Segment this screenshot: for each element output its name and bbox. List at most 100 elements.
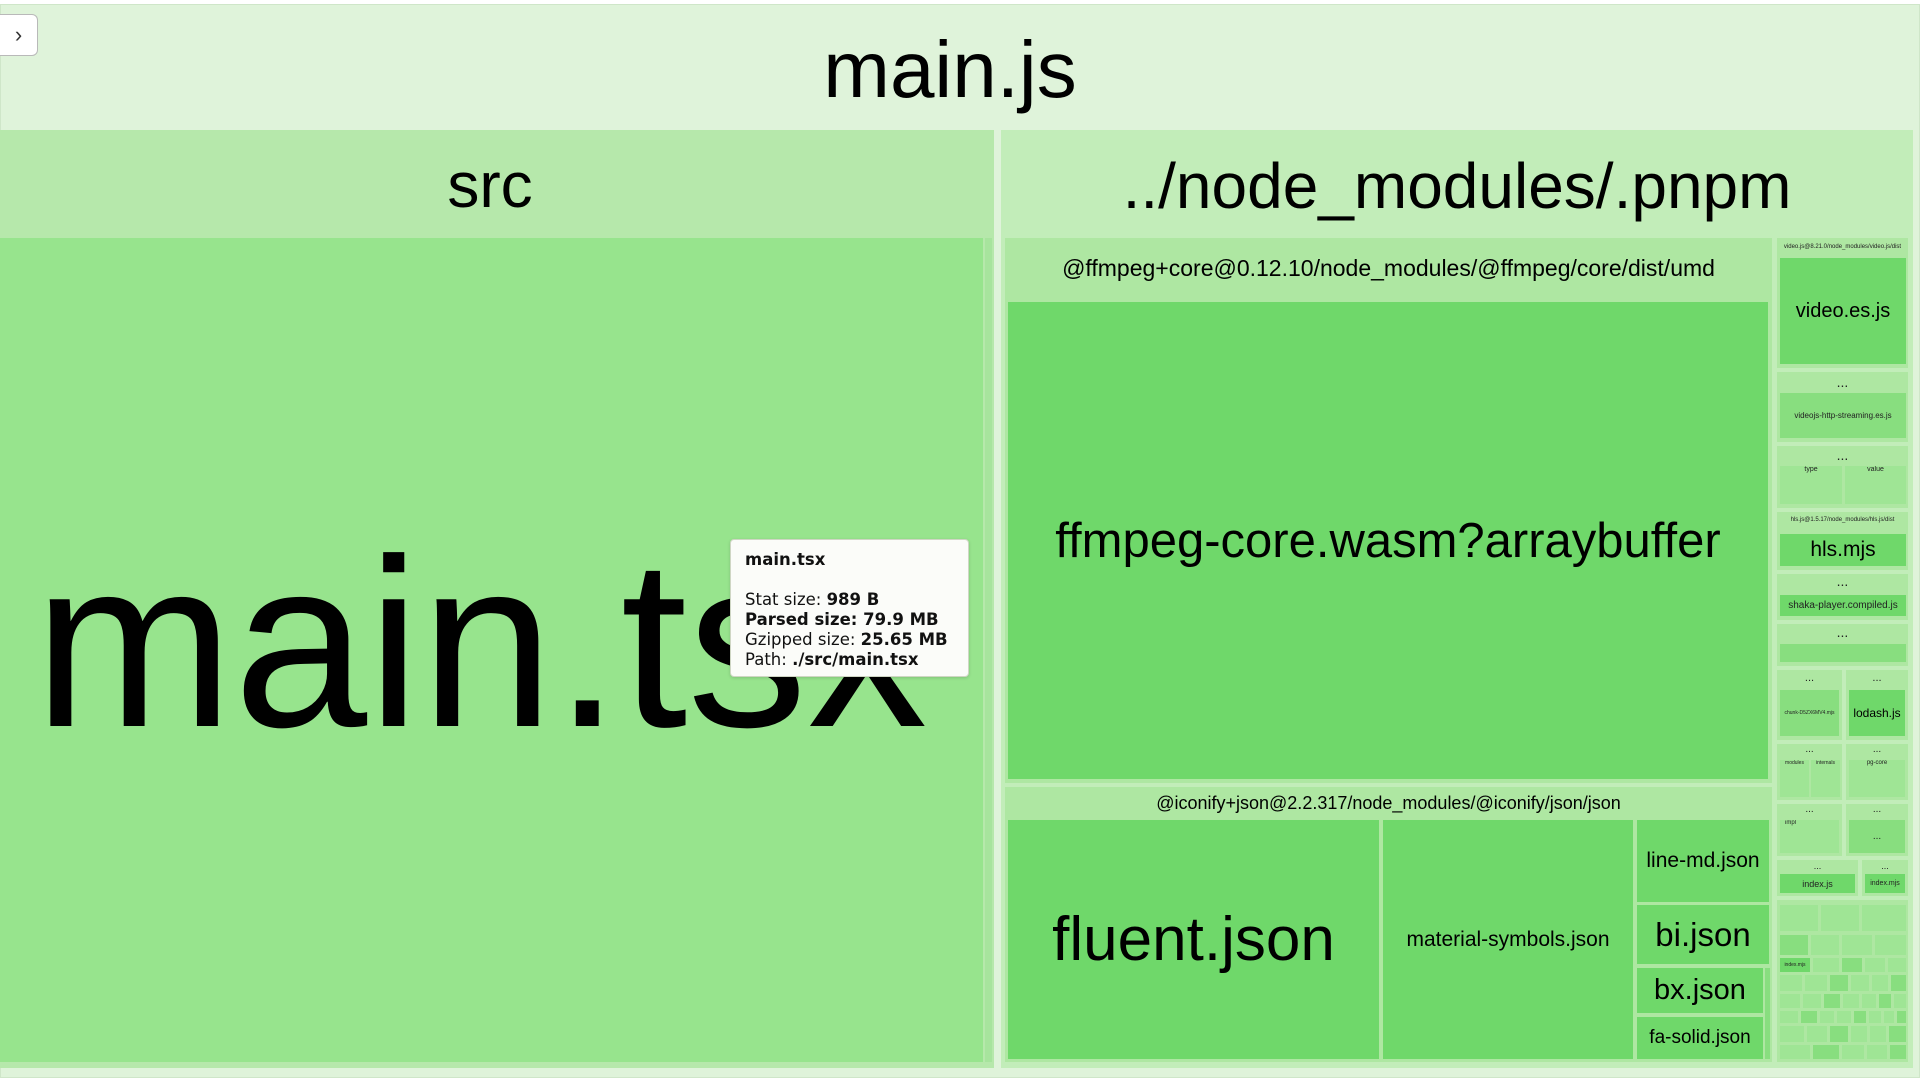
- value-label: value: [1867, 466, 1884, 473]
- treemap-leaf-small[interactable]: [1875, 935, 1906, 955]
- treemap-leaf-small[interactable]: [1780, 975, 1802, 991]
- tooltip-path-row: Path: ./src/main.tsx: [745, 650, 954, 670]
- treemap-leaf-small[interactable]: [1803, 994, 1821, 1008]
- tooltip-parsed-value: 79.9 MB: [863, 610, 939, 629]
- treemap-leaf-small[interactable]: [1813, 1045, 1839, 1059]
- treemap-leaf-line-md[interactable]: line-md.json: [1637, 820, 1769, 902]
- treemap-leaf-small[interactable]: [1842, 935, 1872, 955]
- treemap-leaf-videojs-http[interactable]: videojs-http-streaming.es.js: [1780, 393, 1906, 438]
- treemap-leaf-small[interactable]: [1894, 994, 1906, 1008]
- treemap-leaf-misc-2[interactable]: ...: [1849, 820, 1905, 853]
- treemap-leaf-small[interactable]: [1872, 975, 1888, 991]
- treemap-leaf-small[interactable]: [1888, 958, 1906, 972]
- sidebar-toggle-button[interactable]: ›: [0, 14, 38, 56]
- chunk-label: chunk-D5ZX6MV4.mjs: [1784, 710, 1835, 716]
- treemap-leaf-small[interactable]: [1865, 958, 1885, 972]
- src-side-strip: [985, 238, 992, 1062]
- treemap-leaf-pg-core[interactable]: pg-core: [1849, 760, 1905, 797]
- treemap-leaf-hls[interactable]: hls.mjs: [1780, 534, 1906, 566]
- treemap-leaf-index-js[interactable]: index.js: [1780, 874, 1855, 893]
- treemap-leaf-small[interactable]: [1897, 1011, 1906, 1023]
- treemap-leaf-small[interactable]: [1862, 994, 1876, 1008]
- treemap-leaf-modules[interactable]: modules: [1780, 760, 1809, 797]
- ellipsis-label: ...: [1836, 575, 1849, 587]
- treemap-leaf-small[interactable]: [1854, 1011, 1866, 1023]
- treemap-leaf-index-mjs-small[interactable]: index.mjs: [1780, 958, 1810, 972]
- tooltip-path-value: ./src/main.tsx: [792, 650, 919, 669]
- treemap-leaf-small[interactable]: [1830, 1026, 1848, 1042]
- treemap-leaf-bx[interactable]: bx.json: [1637, 968, 1763, 1013]
- treemap-leaf-small[interactable]: [1869, 1011, 1881, 1023]
- treemap-leaf-video-es[interactable]: video.es.js: [1780, 258, 1906, 364]
- treemap-leaf-small[interactable]: [1851, 1026, 1867, 1042]
- treemap-leaf-small[interactable]: [1837, 1011, 1851, 1023]
- ellipsis-label: ...: [1836, 625, 1849, 639]
- treemap-leaf-small[interactable]: [1813, 958, 1839, 972]
- treemap-leaf-small[interactable]: [1830, 975, 1848, 991]
- treemap-leaf-small[interactable]: [1801, 1011, 1817, 1023]
- treemap-leaf-small[interactable]: [1824, 994, 1840, 1008]
- tooltip-stat-value: 989 B: [826, 590, 880, 609]
- video-group-title: video.js@8.21.0/node_modules/video.js/di…: [1783, 244, 1902, 250]
- iconify-group-title: @iconify+json@2.2.317/node_modules/@icon…: [1156, 792, 1621, 813]
- tooltip-title: main.tsx: [745, 550, 826, 569]
- treemap-leaf-internals[interactable]: internals: [1811, 760, 1840, 797]
- treemap-leaf-small[interactable]: [1862, 905, 1906, 931]
- treemap-leaf-small[interactable]: [1780, 1045, 1810, 1059]
- treemap-leaf-small[interactable]: [1842, 1045, 1864, 1059]
- treemap-leaf-small[interactable]: [1811, 935, 1839, 955]
- hls-group-title: hls.js@1.5.17/node_modules/hls.js/dist: [1790, 517, 1895, 523]
- treemap-leaf-small[interactable]: [1890, 1045, 1906, 1059]
- internals-label: internals: [1816, 760, 1835, 766]
- treemap-leaf-misc-1[interactable]: [1780, 644, 1906, 662]
- treemap-leaf-small-iconify[interactable]: [1765, 968, 1770, 1059]
- treemap-leaf-small[interactable]: [1821, 905, 1859, 931]
- treemap-leaf-small[interactable]: [1805, 975, 1827, 991]
- ellipsis-label: ...: [1813, 861, 1822, 871]
- treemap-leaf-small[interactable]: [1884, 1011, 1894, 1023]
- treemap-leaf-chunk[interactable]: chunk-D5ZX6MV4.mjs: [1780, 690, 1839, 736]
- treemap-leaf-fa-solid[interactable]: fa-solid.json: [1637, 1017, 1763, 1059]
- treemap-leaf-small[interactable]: [1867, 1045, 1887, 1059]
- hls-label: hls.mjs: [1810, 538, 1876, 561]
- treemap-leaf-small[interactable]: [1820, 1011, 1834, 1023]
- treemap-leaf-small[interactable]: [1851, 975, 1869, 991]
- ellipsis-label: ...: [1872, 745, 1882, 755]
- treemap-leaf-type[interactable]: type: [1780, 466, 1842, 504]
- treemap-leaf-value[interactable]: value: [1845, 466, 1906, 504]
- type-label: type: [1804, 466, 1818, 473]
- treemap-leaf-small[interactable]: [1780, 905, 1818, 931]
- treemap-leaf-small[interactable]: [1780, 1011, 1798, 1023]
- bi-label: bi.json: [1655, 915, 1751, 953]
- treemap-leaf-lodash[interactable]: lodash.js: [1849, 690, 1905, 736]
- treemap-leaf-fluent[interactable]: fluent.json: [1008, 820, 1379, 1059]
- chevron-right-icon: ›: [14, 22, 23, 47]
- pg-core-label: pg-core: [1866, 760, 1888, 766]
- treemap-leaf-small[interactable]: [1889, 1026, 1906, 1042]
- ellipsis-label: ...: [1804, 672, 1815, 684]
- treemap-leaf-small[interactable]: [1780, 935, 1808, 955]
- shaka-label: shaka-player.compiled.js: [1788, 600, 1898, 611]
- treemap-leaf-material-symbols[interactable]: material-symbols.json: [1383, 820, 1633, 1059]
- treemap-leaf-small[interactable]: [1843, 994, 1859, 1008]
- treemap-leaf-small[interactable]: [1780, 1026, 1804, 1042]
- treemap-leaf-impl[interactable]: impl: [1780, 820, 1839, 853]
- tooltip-stat-row: Stat size: 989 B: [745, 590, 954, 610]
- treemap-leaf-bi[interactable]: bi.json: [1637, 905, 1769, 964]
- treemap-leaf-small[interactable]: [1807, 1026, 1827, 1042]
- treemap-leaf-small[interactable]: [1780, 994, 1800, 1008]
- treemap-leaf-index-mjs[interactable]: index.mjs: [1865, 874, 1905, 893]
- treemap-leaf-small[interactable]: [1870, 1026, 1886, 1042]
- treemap-leaf-shaka[interactable]: shaka-player.compiled.js: [1780, 595, 1906, 616]
- tooltip-parsed-row: Parsed size: 79.9 MB: [745, 610, 954, 630]
- fluent-label: fluent.json: [1052, 905, 1335, 974]
- treemap-leaf-ffmpeg-wasm[interactable]: ffmpeg-core.wasm?arraybuffer: [1008, 302, 1768, 779]
- tooltip-path-label: Path:: [745, 650, 787, 669]
- treemap-tooltip: main.tsx Stat size: 989 B Parsed size: 7…: [730, 539, 969, 677]
- tooltip-gzip-value: 25.65 MB: [860, 630, 948, 649]
- treemap-leaf-small[interactable]: [1842, 958, 1862, 972]
- treemap-leaf-small[interactable]: [1879, 994, 1891, 1008]
- ellipsis-label: ...: [1836, 448, 1849, 462]
- treemap-leaf-small[interactable]: [1891, 975, 1906, 991]
- src-title: src: [447, 149, 533, 221]
